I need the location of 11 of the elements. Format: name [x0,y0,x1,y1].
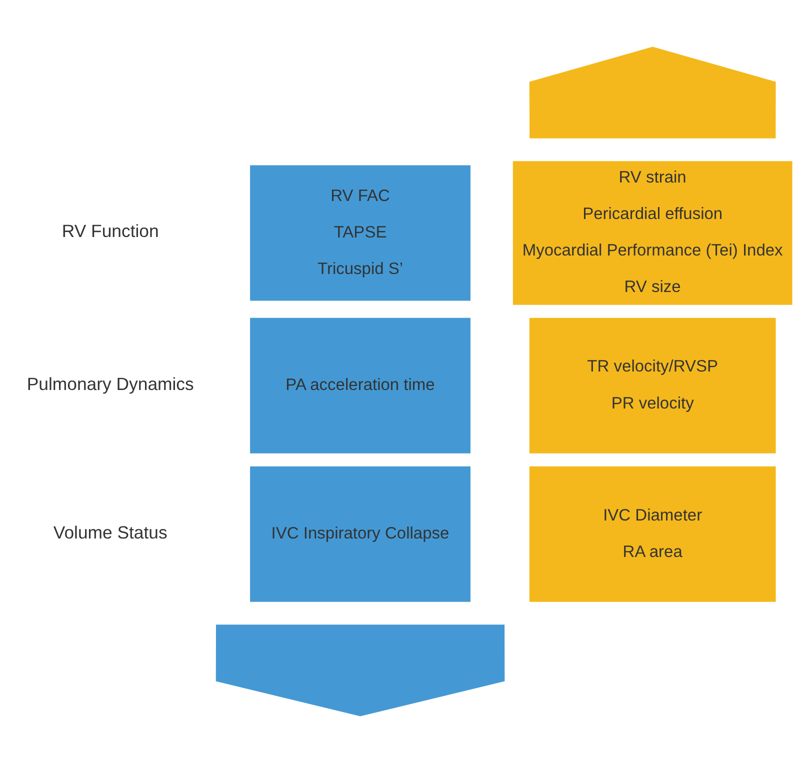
node-box: PA acceleration time [250,318,470,454]
node-box: RV strain Pericardial effusion Myocardial Performance (Tei) Index RV size [512,161,792,305]
label: Pulmonary Dynamics [26,374,194,394]
node-box: IVC Diameter RA area [528,466,776,602]
node-arrow [528,46,776,138]
label: Volume Status [52,522,167,542]
node-arrow [215,624,504,716]
label: RV Function [61,221,158,242]
node-box: IVC Inspiratory Collapse [250,466,470,602]
node-box: RV FAC TAPSE Tricuspid S’ [250,165,470,301]
node-box: TR velocity/RVSP PR velocity [528,318,776,454]
